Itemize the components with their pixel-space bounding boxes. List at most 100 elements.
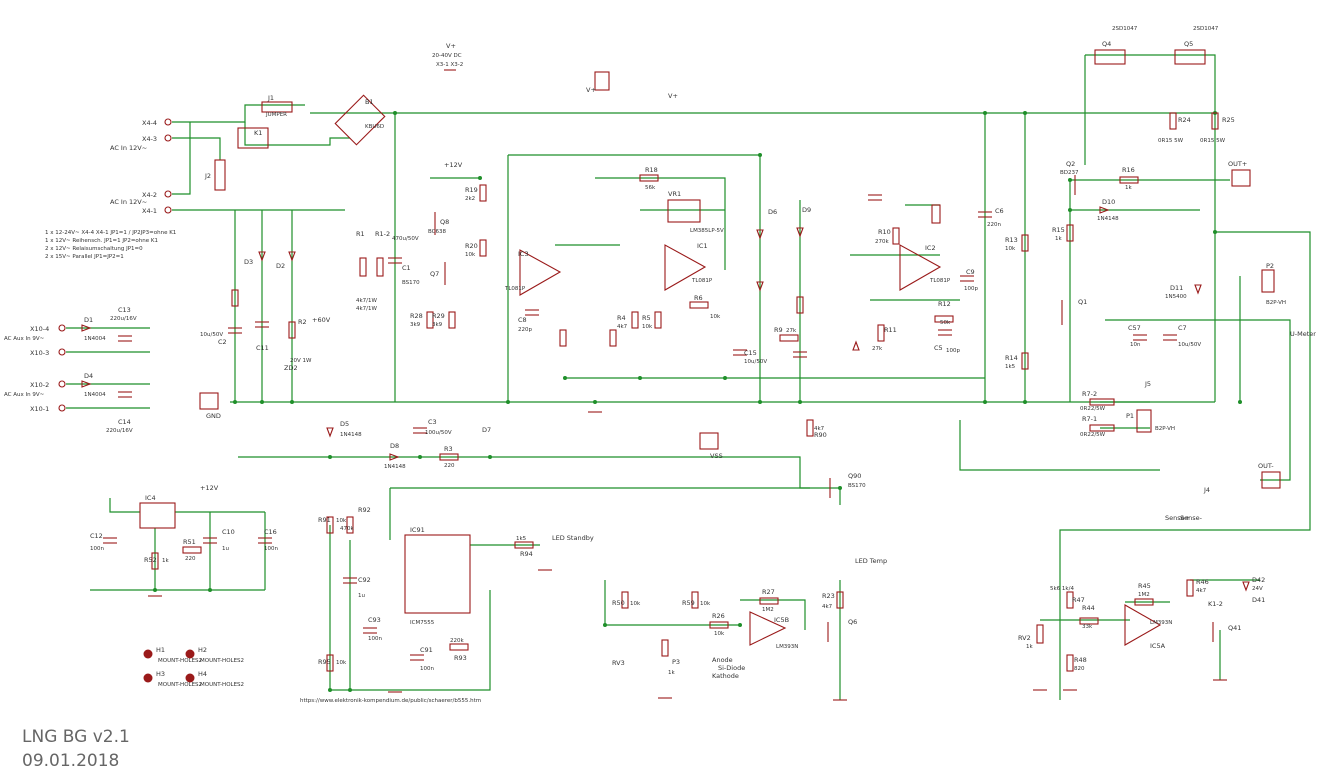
x4-3-label: X4-3 [142,135,157,143]
label-r24: R24 [1178,116,1191,124]
value-p2: B2P-VH [1266,300,1286,306]
label-q41: Q41 [1228,624,1241,632]
label-r23: R23 [822,592,835,600]
note-line-2: 1 x 12V~ Reihensch. JP1=1 JP2=ohne K1 [45,238,158,244]
net-labels: V+ V+ VSS GND OUT+ OUT- +12V +12V +60V S… [200,86,1316,680]
note-line-3: 2 x 12V~ Relaisumschaltung JP1=0 [45,246,143,252]
value-j1: JUMPER [265,112,287,118]
mount-hole-h3: H3 [156,670,165,678]
net-gnd: GND [206,412,221,420]
label-k1: K1 [254,129,262,137]
label-rv2: RV2 [1018,634,1031,642]
value-r19: 2k2 [465,196,475,202]
label-r44: R44 [1082,604,1095,612]
label-r26: R26 [712,612,725,620]
label-c15: C15 [744,349,757,357]
value-vr1: LM385LP-5V [690,228,724,234]
label-c7: C7 [1178,324,1187,332]
label-c8: C8 [518,316,527,324]
label-r15: R15 [1052,226,1065,234]
label-d5: D5 [340,420,349,428]
value-c14: 220u/16V [106,428,133,434]
value-r1: 4k7/1W [356,298,378,304]
schematic-title: LNG BG v2.1 [22,727,130,747]
net-out-minus: OUT- [1258,462,1274,470]
supply-label: V+ [446,42,456,50]
x10-4-label: X10-4 [30,325,49,333]
value-r26: 10k [714,631,725,637]
x10-1-label: X10-1 [30,405,49,413]
label-r52: R52 [144,556,157,564]
value-d5: 1N4148 [340,432,362,438]
mount-hole-h1: H1 [156,646,165,654]
value-c8: 220p [518,327,532,333]
net-12v-2: +12V [200,484,219,492]
label-d11: D11 [1170,284,1183,292]
value-c93: 100n [368,636,382,642]
supply-labels: V+ 20-40V DC X3-1 X3-2 [432,42,463,68]
label-c10: C10 [222,528,235,536]
value-c15: 10u/50V [744,359,767,365]
ac-input-labels: X4-4 X4-3 X4-2 X4-1 AC In 12V~ AC In 12V… [4,119,157,413]
net-led-temp: LED Temp [855,557,887,565]
value-r27: 1M2 [762,607,774,613]
value-d10: 1N4148 [1097,216,1119,222]
value-r94: 1k5 [516,536,527,542]
value-c7: 10u/50V [1178,342,1201,348]
value-r50: 10k [630,601,641,607]
value-r20: 10k [465,252,476,258]
label-r51: R51 [183,538,196,546]
value-r92: 470k [340,526,354,532]
label-d4: D4 [84,372,93,380]
value-d8: 1N4148 [384,464,406,470]
value-r3: 220 [444,463,455,469]
label-j1: J1 [267,94,274,102]
label-vr1: VR1 [668,190,681,198]
net-60v: +60V [312,316,331,324]
label-r90: R90 [814,431,827,439]
value-r15: 1k [1055,236,1062,242]
value-r6: 10k [710,314,721,320]
value-c9: 100p [964,286,978,292]
value-r28: 3k9 [410,322,421,328]
label-r7-2: R7-2 [1082,390,1097,398]
value-c1: 470u/50V [392,236,419,242]
label-ic1: IC1 [697,242,708,250]
label-c9: C9 [966,268,975,276]
label-d6: D6 [768,208,777,216]
label-r47: R47 [1072,596,1085,604]
net-vplus-2: V+ [668,92,678,100]
value-rv2: 1k [1026,644,1033,650]
label-d2: D2 [276,262,285,270]
net-kathode: Kathode [712,672,739,680]
label-p2: P2 [1266,262,1274,270]
note-line-4: 2 x 15V~ Parallel JP1=JP2=1 [45,254,124,260]
value-c91: 100n [420,666,434,672]
value-q5: 2SD1047 [1193,26,1219,32]
label-r11: R11 [884,326,897,334]
label-c2: C2 [218,338,227,346]
label-q1: Q1 [1078,298,1087,306]
label-r4: R4 [617,314,626,322]
value-p1: B2P-VH [1155,426,1175,432]
net-led-standby: LED Standby [552,534,594,542]
label-r46: R46 [1196,578,1209,586]
label-c6: C6 [995,207,1004,215]
label-r27: R27 [762,588,775,596]
label-p3: P3 [672,658,680,666]
label-d1: D1 [84,316,93,324]
value-r16: 1k [1125,185,1132,191]
net-sense-minus: Sense- [1180,514,1203,522]
label-r25: R25 [1222,116,1235,124]
component-labels: J1 JUMPER J2 K1 B1 KBU6D R1 4k7/1W R1-2 … [84,26,1286,676]
label-rv3: RV3 [612,659,625,667]
mount-holes-caption-3: MOUNT-HOLES2 [158,682,202,688]
label-d3: D3 [244,258,253,266]
label-j2: J2 [204,172,211,180]
value-q7: BS170 [402,280,420,286]
label-b1: B1 [365,98,374,106]
label-c3: C3 [428,418,437,426]
reference-url: https://www.elektronik-kompendium.de/pub… [300,698,481,704]
label-ic4: IC4 [145,494,156,502]
